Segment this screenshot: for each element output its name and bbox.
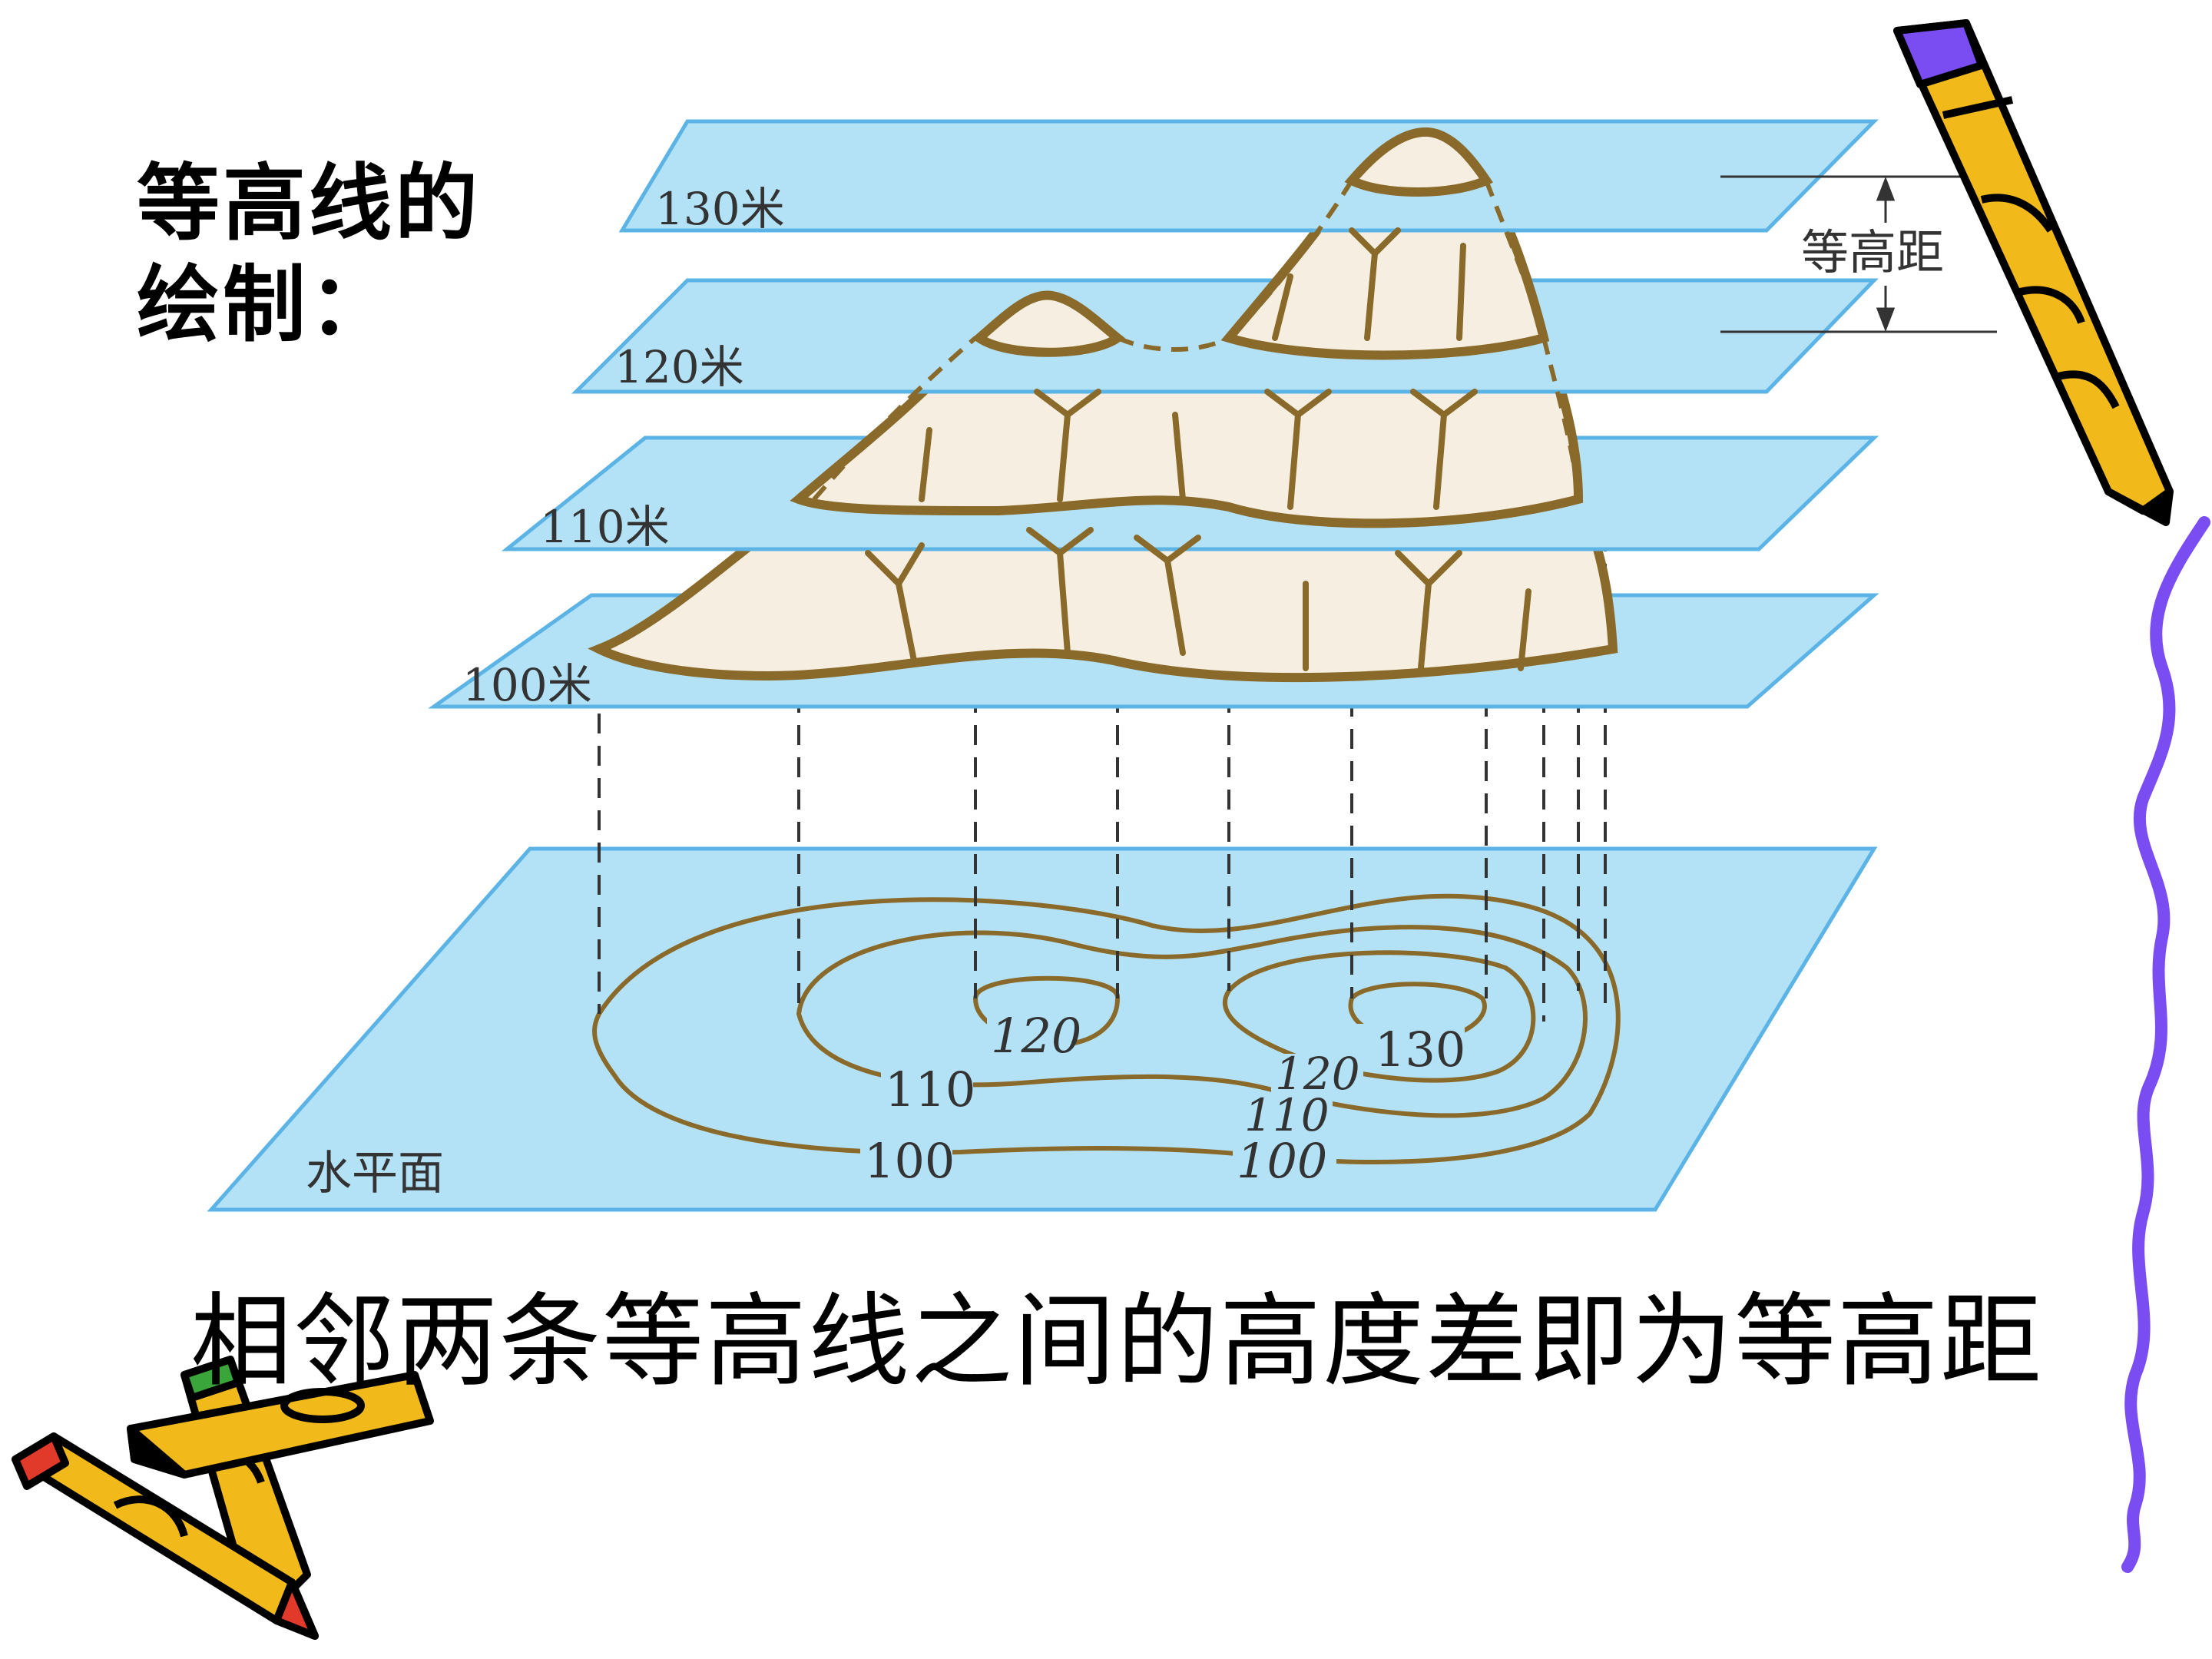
plane-label-130: 130米 — [655, 183, 785, 235]
pencil-yellow-icon — [127, 1371, 434, 1479]
contour-label-left-120: 120 — [991, 1008, 1081, 1064]
title-line-2: 绘制： — [137, 257, 396, 353]
interval-label: 等高距 — [1801, 224, 1944, 280]
slide-caption: 相邻两条等高线之间的高度差即为等高距 — [190, 1283, 2043, 1401]
terrain-layer-130 — [1344, 127, 1493, 197]
pencil-top-right-icon — [1893, 19, 2174, 526]
decorative-wave-line — [2121, 516, 2210, 1573]
contour-label-right-120: 120 — [1275, 1048, 1360, 1100]
title-line-1: 等高线的 — [137, 156, 482, 252]
contour-100 — [592, 893, 1621, 1164]
contour-label-left-100: 100 — [864, 1133, 955, 1189]
pencil-red-icon — [12, 1432, 319, 1640]
contour-120-right — [1223, 950, 1536, 1083]
contour-label-right-130: 130 — [1375, 1022, 1465, 1078]
contour-label-right-110: 110 — [1244, 1089, 1330, 1141]
contour-label-left-110: 110 — [885, 1061, 975, 1118]
plane-130 — [618, 119, 1879, 233]
terrain-layer-120-left — [972, 290, 1125, 357]
contour-110 — [796, 925, 1588, 1118]
contour-label-right-100: 100 — [1237, 1133, 1327, 1189]
base-plane-label: 水平面 — [306, 1147, 444, 1200]
plane-label-120: 120米 — [614, 341, 744, 393]
plane-label-110: 110米 — [540, 501, 670, 553]
slide-title: 等高线的 绘制： — [137, 154, 481, 356]
interval-indicator — [1720, 175, 1997, 333]
plane-label-100: 100米 — [462, 659, 592, 711]
